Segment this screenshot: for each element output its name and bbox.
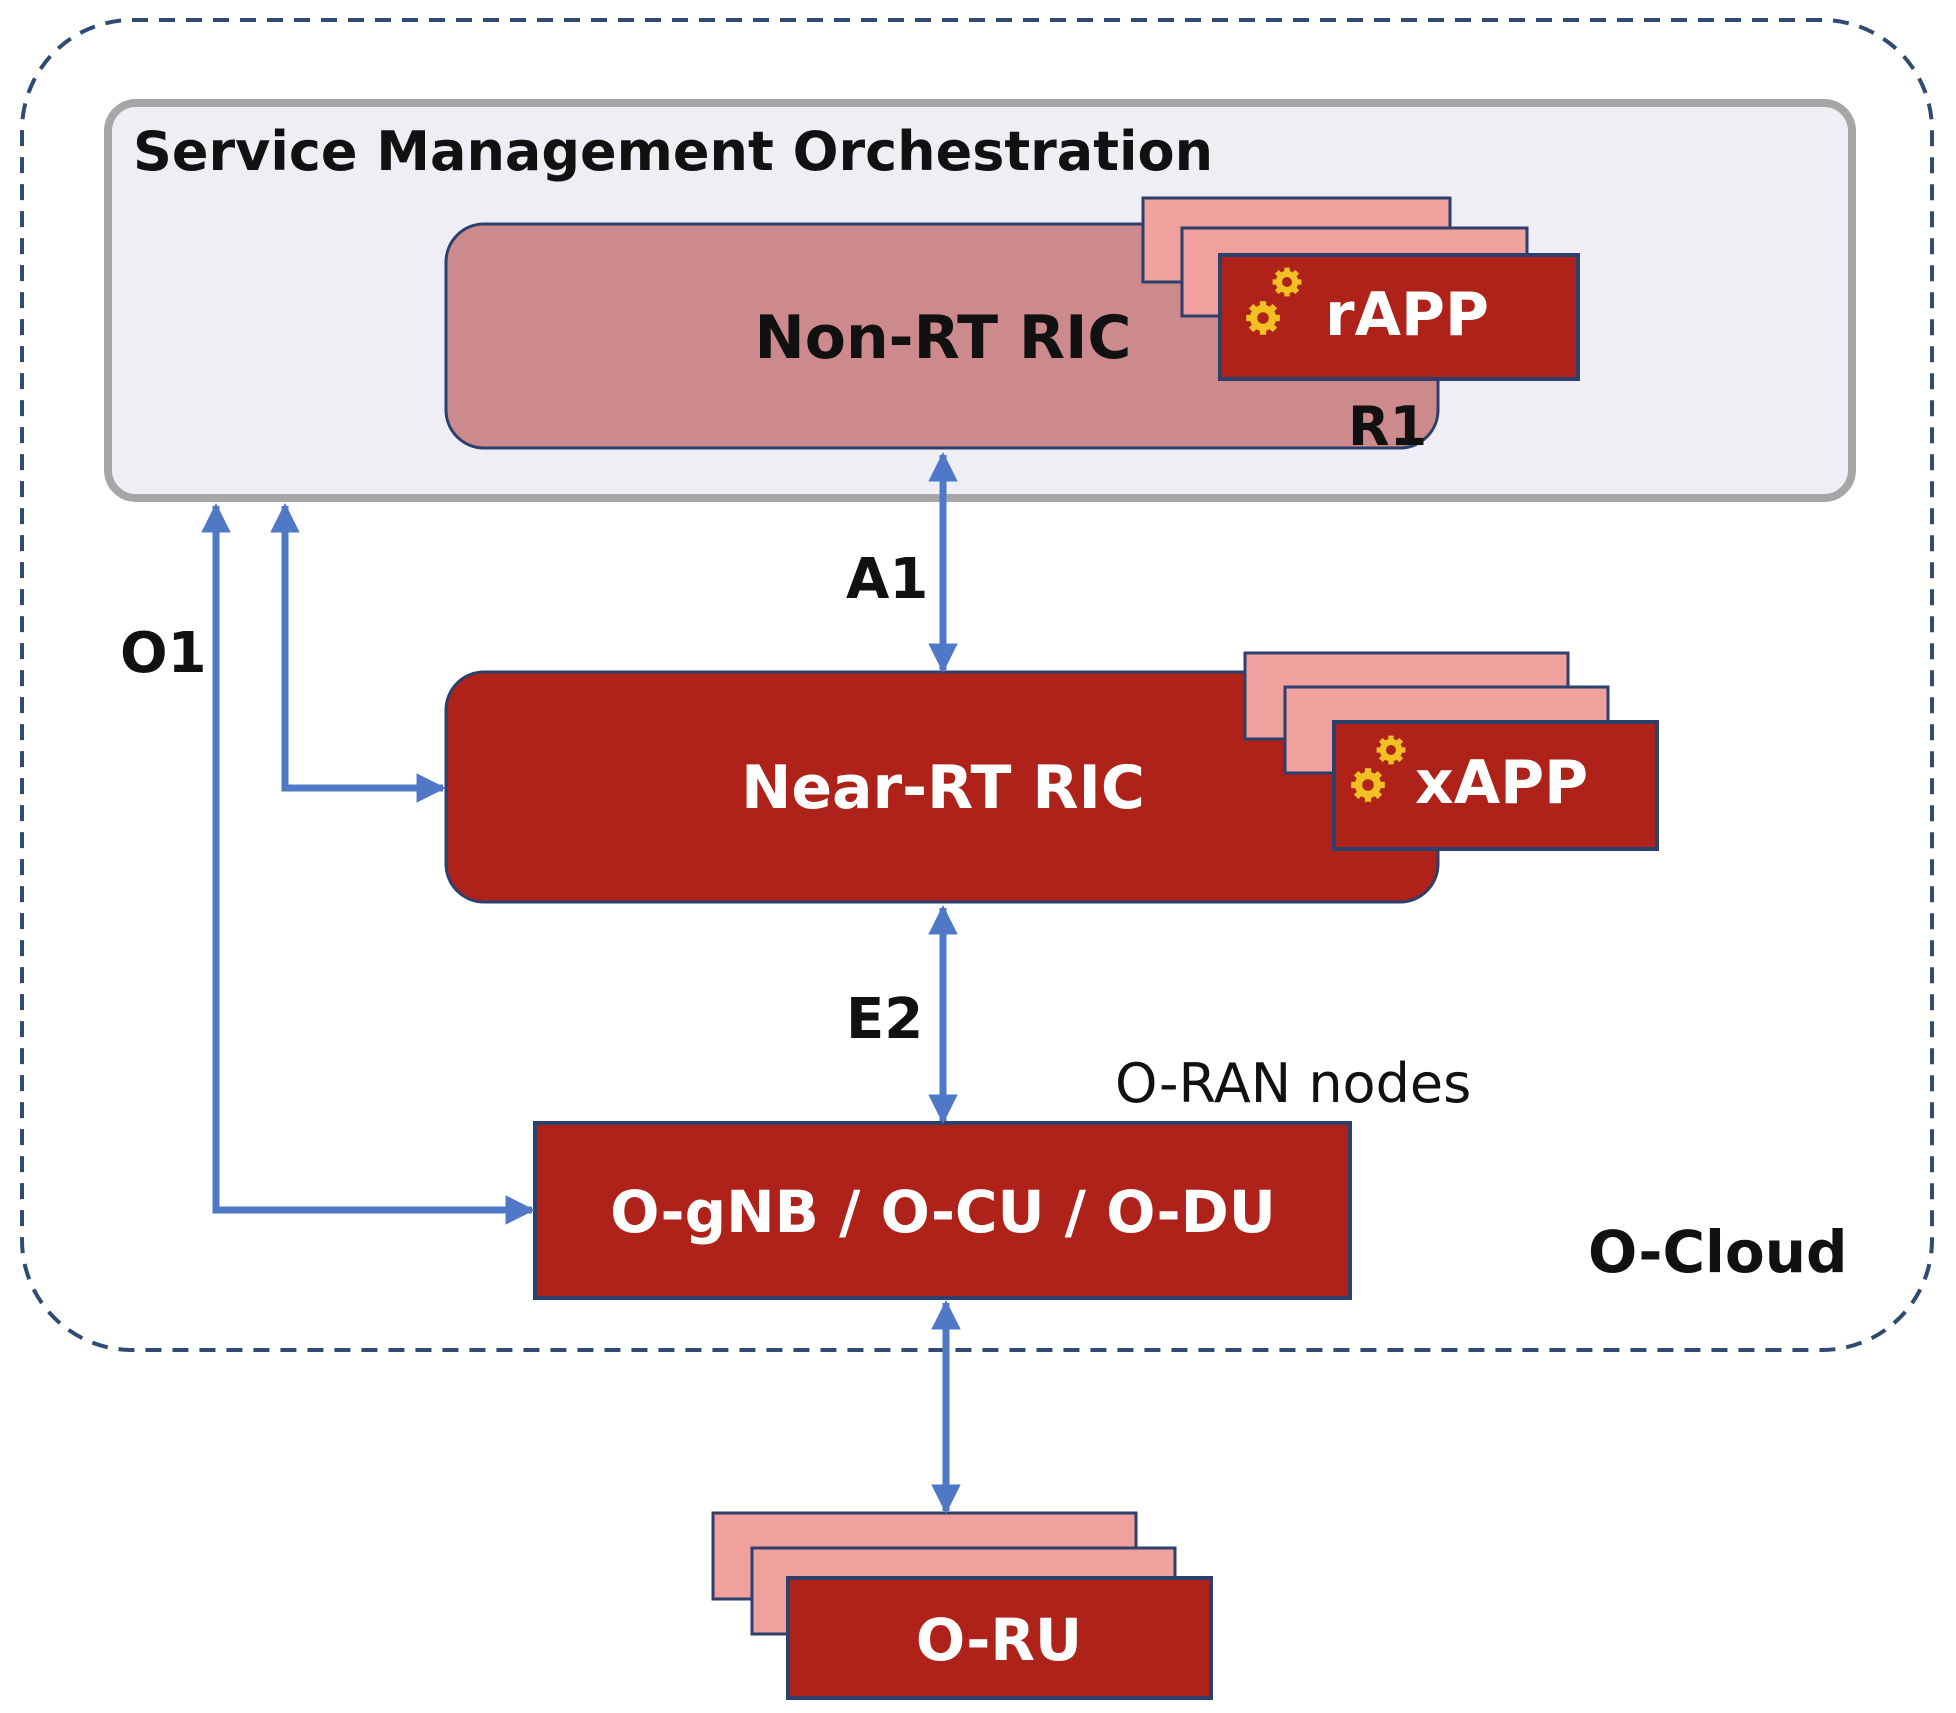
a1-label: A1 [846,547,928,612]
xapp-label: xAPP [1415,748,1588,818]
oru-card-front [786,1576,1213,1700]
o1-label: O1 [120,621,207,686]
o1-arrow-ogNB [201,503,535,1225]
smo-title: Service Management Orchestration [133,120,1213,183]
ogNB-label: O-gNB / O-CU / O-DU [610,1178,1276,1246]
interface-arrows [201,452,961,1514]
rapp-stack: rAPP [1141,196,1580,381]
oru-label: O-RU [916,1606,1082,1674]
oru-stack: O-RU [711,1511,1213,1700]
r1-label: R1 [1348,395,1427,458]
non-rt-ric-label: Non-RT RIC [755,303,1132,373]
xapp-stack: xAPP [1243,651,1659,851]
ocloud-boundary [20,18,1934,1352]
near-rt-ric-label: Near-RT RIC [741,753,1145,823]
e2-label: E2 [846,987,923,1052]
oran-nodes-label: O-RAN nodes [1115,1052,1471,1115]
o1-arrow-near-rt [270,503,446,803]
rapp-label: rAPP [1325,280,1489,350]
ocloud-label: O-Cloud [1588,1218,1848,1286]
